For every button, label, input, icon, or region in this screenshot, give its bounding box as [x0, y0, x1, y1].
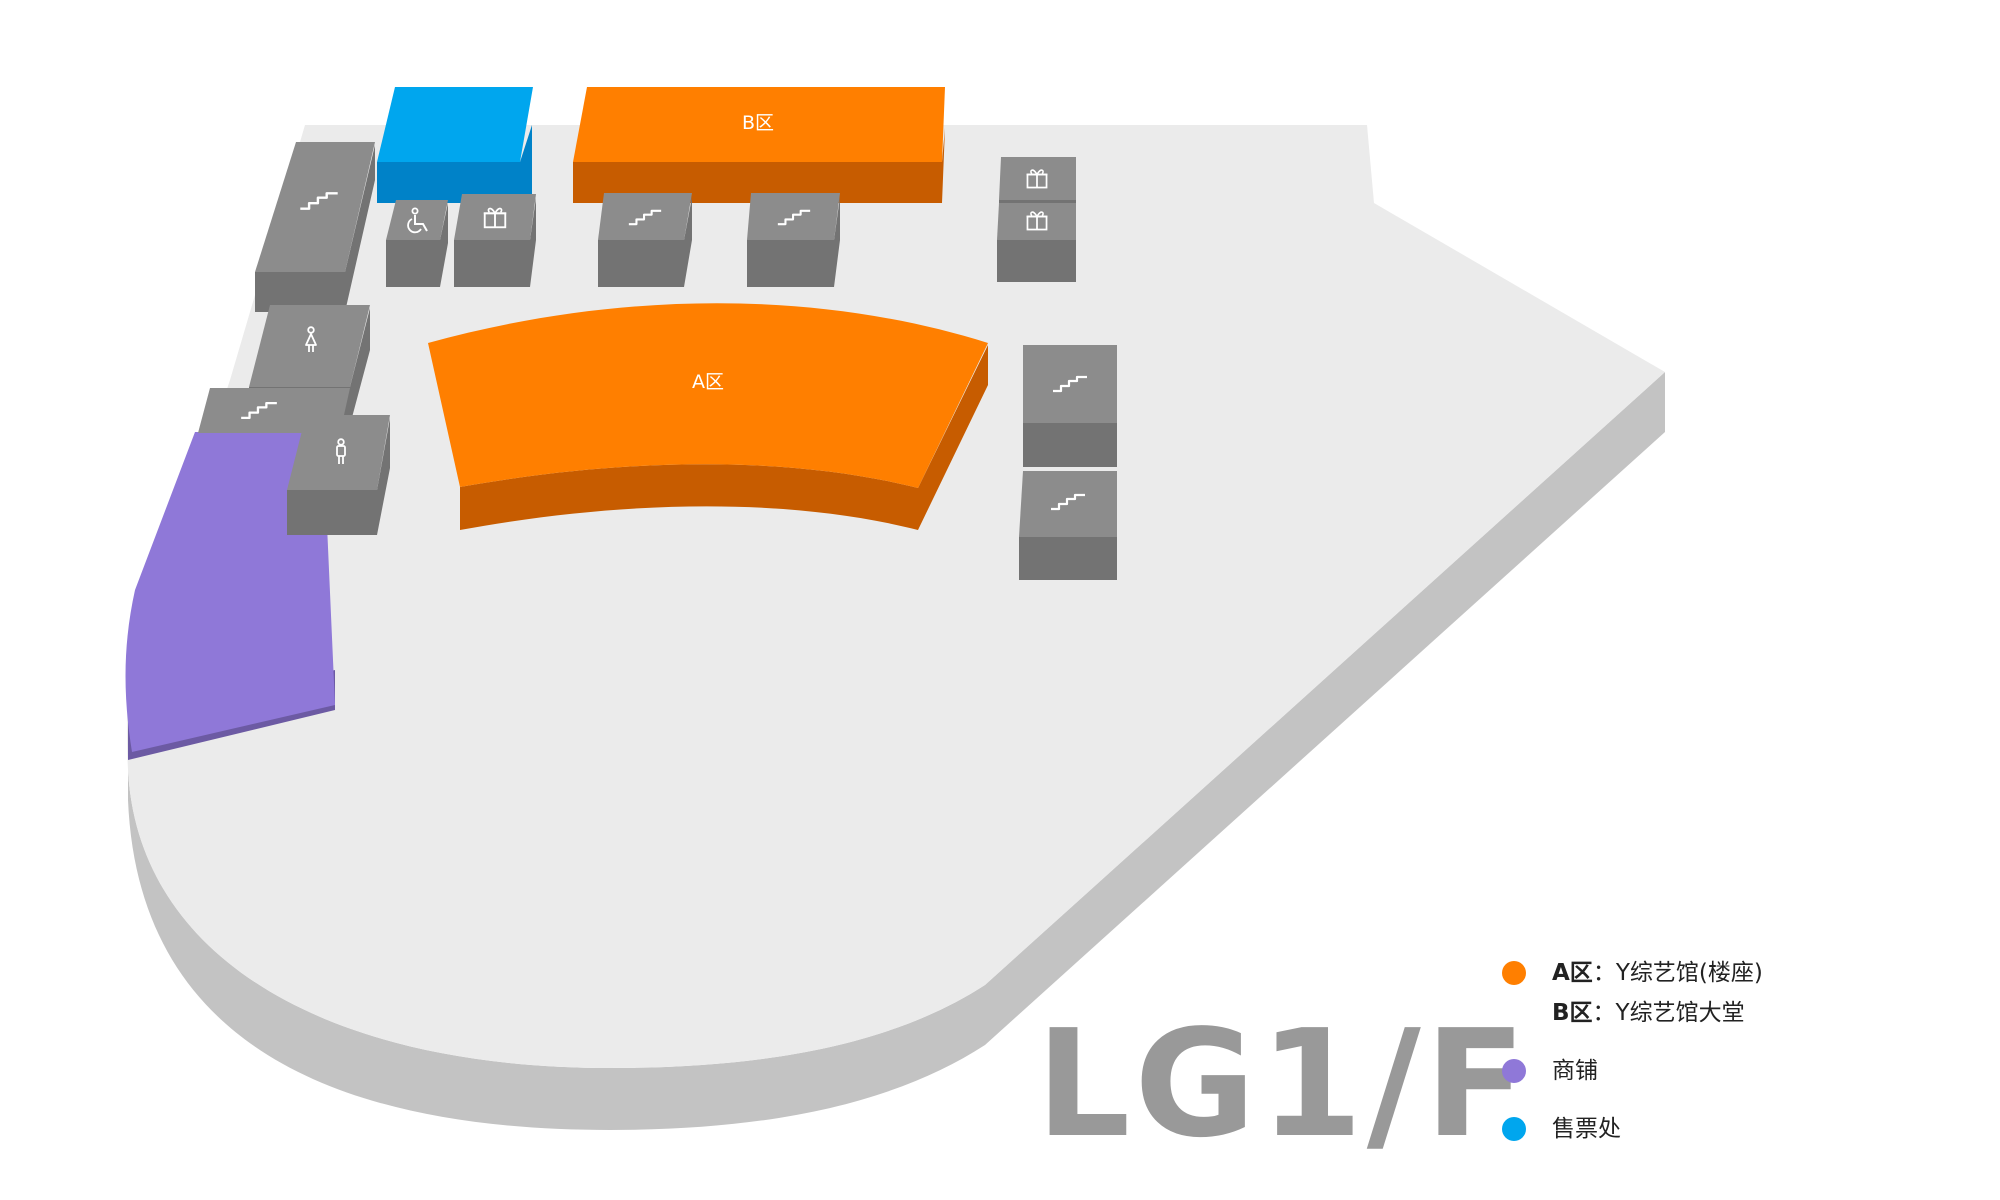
- gift-block[interactable]: [997, 203, 1076, 282]
- block-side: [747, 197, 840, 287]
- floor-plate: [126, 125, 1666, 1130]
- ticket-office[interactable]: [377, 87, 533, 203]
- male-toilet-block[interactable]: [287, 415, 390, 535]
- zone-a-side: [460, 345, 988, 530]
- legend-key: B区: [1552, 1000, 1593, 1026]
- block-side: [454, 198, 536, 287]
- block-side: [997, 240, 1076, 282]
- block-side: [255, 145, 375, 312]
- legend-item-zone-a: A区：Y综艺馆(楼座): [1502, 958, 1763, 988]
- legend-text: Y综艺馆大堂: [1615, 1000, 1745, 1026]
- zone-a-label: A区: [692, 371, 724, 393]
- floor-level-label: LG1/F: [1036, 998, 1530, 1170]
- legend-text: 商铺: [1552, 1058, 1598, 1084]
- legend-item-ticket-office: 售票处: [1502, 1114, 1763, 1144]
- zone-b-label: B区: [742, 112, 774, 134]
- legend-text: Y综艺馆(楼座): [1615, 960, 1763, 986]
- accessible-toilet-block[interactable]: [386, 200, 448, 287]
- legend-item-zone-b: B区：Y综艺馆大堂: [1502, 998, 1763, 1028]
- block-side: [598, 197, 692, 287]
- legend-item-shops: 商铺: [1502, 1056, 1763, 1086]
- gift-block[interactable]: [454, 194, 536, 287]
- block-side: [386, 203, 448, 287]
- ticket-office-side: [377, 125, 532, 203]
- block-side: [1023, 423, 1117, 467]
- map-legend: A区：Y综艺馆(楼座) B区：Y综艺馆大堂 商铺 售票处: [1502, 958, 1763, 1144]
- block-top: [287, 415, 390, 490]
- block-side: [1019, 537, 1117, 580]
- zone-a[interactable]: A区: [428, 303, 988, 530]
- escalator-block[interactable]: [1019, 471, 1117, 580]
- escalator-block[interactable]: [747, 193, 840, 287]
- shop-area-top: [125, 395, 336, 752]
- legend-separator: ：: [1592, 1000, 1616, 1026]
- zone-b-top: [573, 87, 945, 162]
- legend-text: 售票处: [1552, 1116, 1621, 1142]
- block-top: [255, 142, 375, 272]
- legend-dot-blue: [1502, 1117, 1526, 1141]
- legend-key: A区: [1552, 960, 1593, 986]
- block-top: [386, 200, 448, 240]
- legend-dot-orange: [1502, 961, 1526, 985]
- zone-b[interactable]: B区: [573, 87, 945, 203]
- floor-plate-side: [128, 372, 1665, 1130]
- legend-dot-purple: [1502, 1059, 1526, 1083]
- zone-a-top: [428, 303, 988, 488]
- zone-b-side: [573, 128, 945, 203]
- escalator-block[interactable]: [598, 193, 692, 287]
- legend-separator: ：: [1592, 960, 1616, 986]
- block-side: [287, 418, 390, 535]
- escalator-block[interactable]: [255, 142, 375, 312]
- shop-area[interactable]: [125, 395, 336, 760]
- escalator-block[interactable]: [1023, 345, 1117, 467]
- ticket-office-top: [377, 87, 533, 162]
